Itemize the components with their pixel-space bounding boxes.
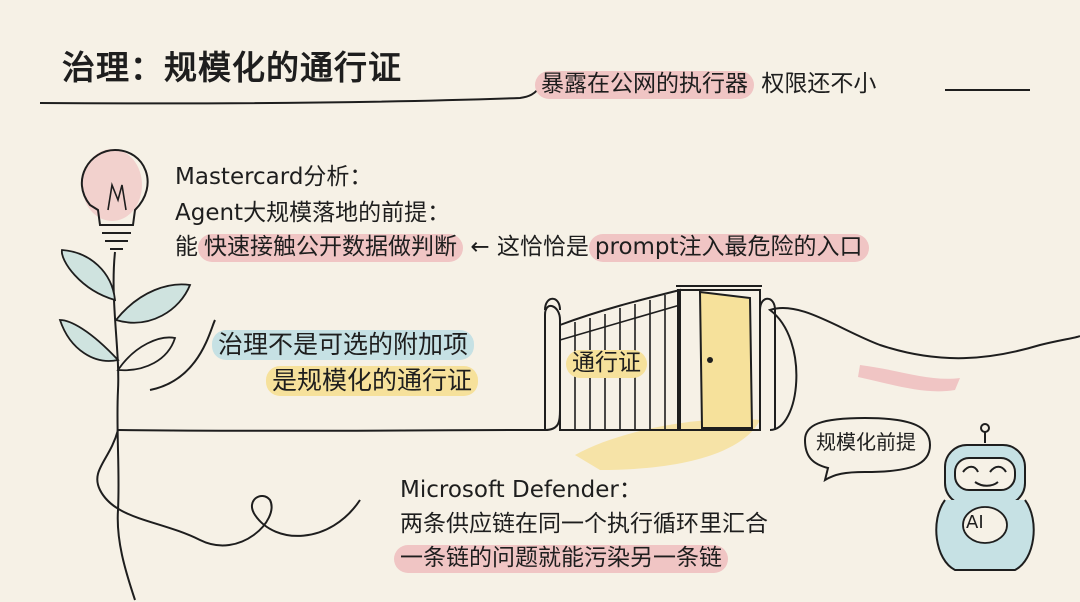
governance-line-1: 治理不是可选的附加项 xyxy=(212,330,475,360)
leaf-icon xyxy=(58,249,192,601)
prompt-note-highlight: prompt注入最危险的入口 xyxy=(588,234,869,262)
governance-line-2-highlight: 是规模化的通行证 xyxy=(266,366,479,396)
top-note-rest: 权限还不小 xyxy=(761,71,877,97)
mastercard-line-2: Agent大规模落地的前提： xyxy=(175,200,451,226)
title-underline xyxy=(39,87,541,105)
defender-line-2: 两条供应链在同一个执行循环里汇合 xyxy=(400,511,768,537)
mastercard-line-3-highlight: 快速接触公开数据做判断 xyxy=(198,234,463,262)
mastercard-line-3-prefix: 能 xyxy=(175,234,198,260)
defender-line-3: 一条链的问题就能污染另一条链 xyxy=(394,545,728,573)
top-note: 暴露在公网的执行器 权限还不小 xyxy=(535,71,876,99)
governance-line-2: 是规模化的通行证 xyxy=(266,366,479,396)
ai-badge: AI xyxy=(966,512,984,533)
lightbulb-icon xyxy=(80,148,149,250)
arrow-left: ← xyxy=(470,234,490,260)
governance-line-1-highlight: 治理不是可选的附加项 xyxy=(212,330,475,360)
flow-line xyxy=(117,305,1080,432)
top-note-highlight: 暴露在公网的执行器 xyxy=(535,71,754,99)
prompt-note-prefix: 这恰恰是 xyxy=(496,234,589,260)
defender-line-3-highlight: 一条链的问题就能污染另一条链 xyxy=(394,545,728,573)
gate-label-text: 通行证 xyxy=(566,350,647,378)
pink-ribbon xyxy=(858,365,960,392)
door-icon xyxy=(676,285,762,431)
yellow-ground xyxy=(575,419,760,470)
page-title: 治理：规模化的通行证 xyxy=(62,48,402,87)
gate-label: 通行证 xyxy=(566,350,647,378)
speech-bubble xyxy=(803,416,932,483)
defender-line-1: Microsoft Defender： xyxy=(400,477,642,503)
robot-icon xyxy=(935,423,1035,571)
bubble-text: 规模化前提 xyxy=(816,430,916,454)
mastercard-line-1: Mastercard分析： xyxy=(175,164,373,190)
lower-swirl xyxy=(96,429,361,547)
